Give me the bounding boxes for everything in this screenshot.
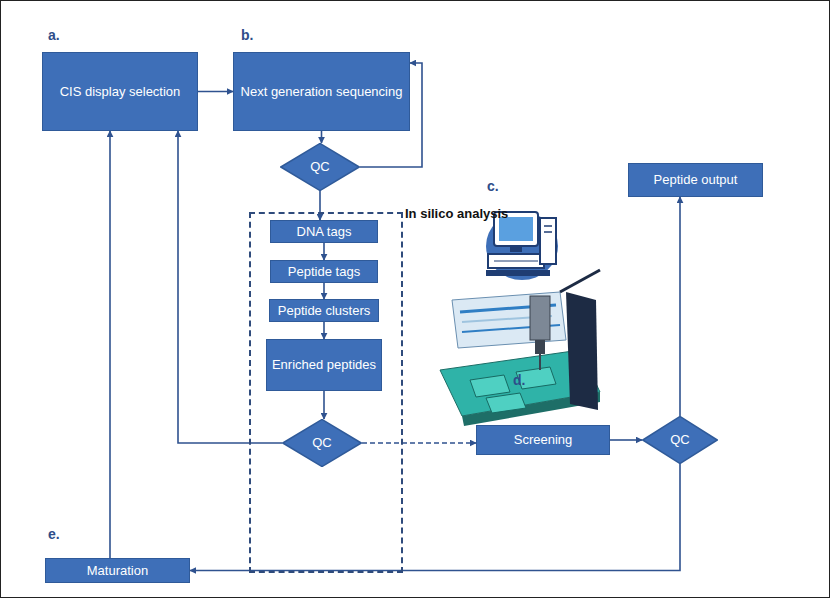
node-text: Maturation	[83, 563, 152, 579]
computer-icon	[486, 212, 558, 280]
process-box: Maturation	[45, 558, 190, 583]
node-text: Peptide output	[650, 172, 742, 188]
node-text: CIS display selection	[56, 84, 185, 100]
analysis-region: In silico analysisDNA tagsPeptide tagsPe…	[249, 212, 403, 573]
node-text: Next generation sequencing	[237, 84, 407, 100]
process-box: Peptide clusters	[269, 299, 380, 322]
decision-diamond: QC	[280, 143, 360, 191]
callout-letter: a.	[48, 27, 60, 43]
decision-diamond: QC	[642, 416, 718, 464]
flow-arrow	[362, 442, 476, 444]
node-text: Screening	[510, 432, 577, 448]
callout-letter: d.	[513, 372, 525, 388]
node-text: Peptide clusters	[274, 303, 375, 319]
flow-arrow	[190, 464, 680, 571]
callout-letter: c.	[487, 178, 499, 194]
node-text: DNA tags	[293, 224, 356, 240]
process-box: Screening	[476, 425, 610, 455]
flow-arrow	[321, 131, 323, 143]
flow-arrow	[679, 197, 681, 416]
node-text: Peptide tags	[284, 264, 364, 280]
flow-arrow	[323, 283, 325, 299]
decision-diamond: QC	[282, 419, 362, 467]
node-text: QC	[306, 159, 334, 175]
flow-arrow	[323, 391, 325, 419]
output-box: Peptide output	[628, 163, 763, 197]
flow-arrow	[323, 243, 325, 260]
process-box: Peptide tags	[270, 260, 378, 283]
node-text: Enriched peptides	[268, 357, 380, 373]
node-text: QC	[308, 435, 336, 451]
region-title: In silico analysis	[405, 206, 508, 221]
callout-letter: b.	[241, 27, 253, 43]
node-text: QC	[666, 432, 694, 448]
process-box: Enriched peptides	[266, 339, 382, 391]
flow-arrow	[610, 439, 642, 441]
flow-arrow	[319, 191, 321, 220]
sequencing-box: Next generation sequencing	[233, 52, 410, 131]
process-box: DNA tags	[270, 220, 378, 243]
flow-arrow	[178, 131, 282, 443]
flow-arrow	[323, 322, 325, 339]
flow-arrow	[109, 131, 111, 558]
flow-arrow	[198, 91, 233, 93]
callout-letter: e.	[48, 526, 60, 542]
robot-illustration	[440, 270, 600, 426]
selection-box: CIS display selection	[42, 52, 198, 131]
